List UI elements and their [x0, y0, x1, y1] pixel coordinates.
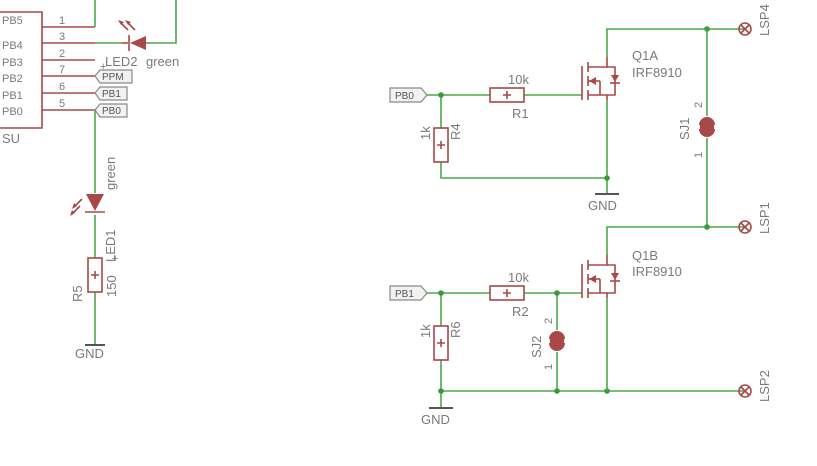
- junction-pb1-r6: [438, 290, 444, 296]
- flag-pb0: PB0: [94, 103, 128, 118]
- q1b-name: Q1B: [632, 248, 658, 263]
- sj2-pin1: 1: [543, 364, 555, 370]
- r6-name: R6: [448, 321, 463, 338]
- mcu-label: SU: [2, 131, 20, 146]
- r4: [433, 127, 449, 163]
- wire-led2-up: [147, 0, 177, 44]
- r1-value: 10k: [508, 72, 529, 87]
- connector-lsp2: [738, 384, 752, 398]
- pin-name-pb3: PB3: [2, 57, 23, 69]
- gnd-bottom-label: GND: [421, 412, 450, 427]
- flag-pb1: PB1: [94, 86, 128, 101]
- lsp2-label: LSP2: [757, 370, 772, 402]
- pin-name-pb0: PB0: [2, 106, 23, 118]
- flag-ppm: PPM: [94, 69, 133, 84]
- led2: [118, 20, 147, 51]
- r4-name: R4: [448, 123, 463, 140]
- pin-name-pb4: PB4: [2, 40, 23, 52]
- r1: [489, 87, 525, 103]
- r5: [87, 257, 103, 293]
- led1-plus-mark: +: [112, 253, 118, 265]
- q1a-mosfet: [581, 57, 620, 100]
- r2-value: 10k: [508, 270, 529, 285]
- led2-plus-mark: +: [100, 61, 106, 73]
- q1a-name: Q1A: [632, 48, 658, 63]
- connector-lsp4: [738, 22, 752, 36]
- flag-ppm-text: PPM: [102, 72, 124, 83]
- pin-name-pb2: PB2: [2, 73, 23, 85]
- gnd-mid-label: GND: [588, 198, 617, 213]
- q1a-part: IRF8910: [632, 65, 682, 80]
- sj2-pin2: 2: [543, 318, 555, 324]
- r5-value: 150: [104, 275, 119, 297]
- led1-name: LED1: [103, 229, 118, 262]
- sj1-pin1: 1: [693, 152, 705, 158]
- sj2-jumper: [549, 331, 565, 351]
- sj2-name: SJ2: [529, 336, 544, 358]
- wire-q1a-drain: [606, 28, 745, 57]
- led1-color: green: [103, 157, 118, 190]
- led2-color: green: [146, 54, 179, 69]
- connector-lsp1: [738, 220, 752, 234]
- flag-pb0-text: PB0: [102, 106, 121, 117]
- r2: [489, 285, 525, 301]
- input-flag-pb1-text: PB1: [395, 289, 414, 300]
- junction-q1b-drain: [704, 224, 710, 230]
- junction-gnd-r6: [438, 388, 444, 394]
- input-flag-pb1: PB1: [389, 285, 428, 301]
- r6-value: 1k: [418, 324, 433, 338]
- junction-pb0-r4: [438, 92, 444, 98]
- gnd-left-label: GND: [75, 346, 104, 361]
- pin-name-pb1: PB1: [2, 90, 23, 102]
- q1b-mosfet: [581, 255, 620, 298]
- wire-r4-bottom: [440, 162, 607, 179]
- junction-gnd-mid: [604, 175, 610, 181]
- pin-number-7: 7: [59, 64, 65, 76]
- r1-name: R1: [512, 106, 529, 121]
- flag-pb1-text: PB1: [102, 89, 121, 100]
- pin-name-pb5: PB5: [2, 15, 23, 27]
- lsp1-label: LSP1: [757, 202, 772, 234]
- sj1-name: SJ1: [677, 118, 692, 140]
- sj1-jumper: [699, 117, 715, 137]
- wire-q1b-drain: [606, 226, 745, 255]
- pin-number-6: 6: [59, 81, 65, 93]
- r2-name: R2: [512, 304, 529, 319]
- pin-number-3: 3: [59, 31, 65, 43]
- lsp4-label: LSP4: [757, 4, 772, 36]
- r6: [433, 325, 449, 361]
- pin-number-5: 5: [59, 98, 65, 110]
- pin-number-2: 2: [59, 48, 65, 60]
- r5-name: R5: [70, 285, 85, 302]
- input-flag-pb0: PB0: [389, 87, 428, 103]
- input-flag-pb0-text: PB0: [395, 91, 414, 102]
- sj1-pin2: 2: [693, 102, 705, 108]
- led2-name: LED2: [105, 54, 138, 69]
- junction-gnd-sj2: [554, 388, 560, 394]
- led1: [70, 194, 105, 216]
- mcu-part: SU PB5 PB4 PB3 PB2 PB1 PB0 1 3 2 7 6 5: [0, 11, 95, 146]
- pin-number-1: 1: [59, 15, 65, 27]
- q1b-part: IRF8910: [632, 264, 682, 279]
- r4-value: 1k: [418, 126, 433, 140]
- junction-r2-sj2: [554, 290, 560, 296]
